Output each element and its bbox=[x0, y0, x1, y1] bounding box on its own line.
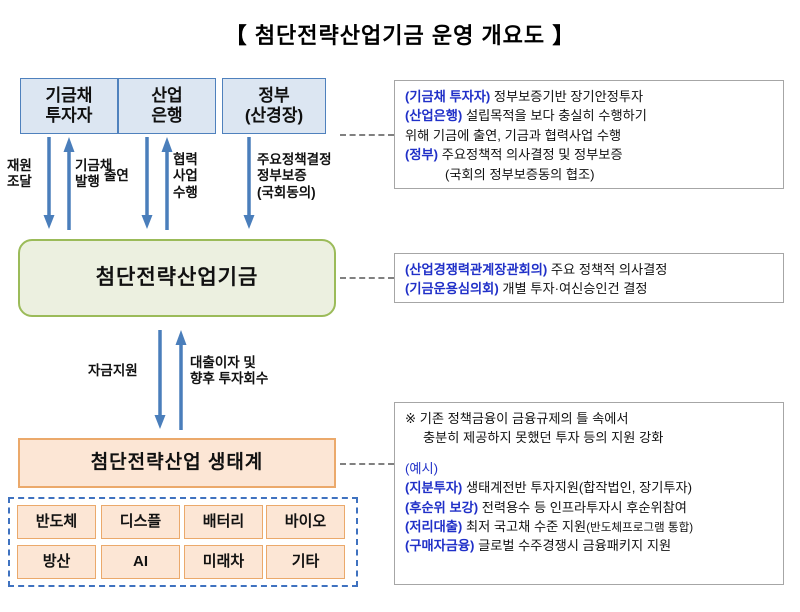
note-line: (기금채 투자자) 정부보증기반 장기안정투자 bbox=[405, 87, 775, 106]
note-text: 주요정책적 의사결정 및 정부보증 bbox=[438, 147, 623, 163]
caption-financial-support: 자금지원 bbox=[88, 363, 138, 378]
note-tag: (정부) bbox=[405, 147, 439, 163]
example-label-text: (예시) bbox=[405, 460, 439, 476]
note-box-support-examples: ※ 기존 정책금융이 금융규제의 틀 속에서 충분히 제공하지 못했던 투자 등… bbox=[394, 402, 784, 585]
sector-box-bio: 바이오 bbox=[266, 505, 345, 539]
note-line: (구매자금융) 글로벌 수주경쟁시 금융패키지 지원 bbox=[405, 536, 775, 555]
entity-box-industrial-bank: 산업 은행 bbox=[118, 78, 216, 134]
note-text: 글로벌 수주경쟁시 금융패키지 지원 bbox=[474, 538, 672, 554]
arrow-up-loan-interest-recovery bbox=[175, 330, 187, 430]
note-text: 주요 정책적 의사결정 bbox=[547, 262, 668, 277]
connector-mid bbox=[340, 277, 394, 279]
note-text: 최저 국고채 수준 지원 bbox=[462, 519, 587, 535]
page-title: 【 첨단전략산업기금 운영 개요도 】 bbox=[224, 23, 576, 48]
sector-box-battery: 배터리 bbox=[184, 505, 263, 539]
caption-loan-interest-recovery: 대출이자 및 향후 투자회수 bbox=[190, 355, 269, 387]
note-tag: (저리대출) bbox=[405, 519, 463, 535]
arrow-down-financial-support bbox=[154, 330, 166, 430]
entity-box-bond-investor: 기금채 투자자 bbox=[20, 78, 118, 134]
entity-box-government: 정부 (산경장) bbox=[222, 78, 326, 134]
note-line: (산업경쟁력관계장관회의) 주요 정책적 의사결정 bbox=[405, 260, 775, 279]
note-text: (국회의 정부보증동의 협조) bbox=[445, 166, 595, 182]
note-text: 개별 투자·여신승인건 결정 bbox=[498, 281, 648, 297]
arrow-down-funding-source bbox=[43, 137, 55, 230]
arrow-down-contribution bbox=[141, 137, 153, 230]
caption-cooperative-projects: 협력 사업 수행 bbox=[173, 152, 198, 200]
note-tag: (기금운용심의회) bbox=[405, 281, 499, 297]
note-box-governance: (산업경쟁력관계장관회의) 주요 정책적 의사결정 (기금운용심의회) 개별 투… bbox=[394, 253, 784, 303]
note-line: (국회의 정부보증동의 협조) bbox=[405, 165, 775, 184]
note-tag: (지분투자) bbox=[405, 480, 463, 496]
connector-bottom bbox=[340, 463, 394, 465]
note-line: (산업은행) 설립목적을 보다 충실히 수행하기 bbox=[405, 106, 775, 125]
ecosystem-box: 첨단전략산업 생태계 bbox=[18, 438, 336, 488]
arrow-up-cooperative-projects bbox=[161, 137, 173, 230]
note-line: (저리대출) 최저 국고채 수준 지원(반도체프로그램 통합) bbox=[405, 517, 775, 536]
note-tag: (산업은행) bbox=[405, 108, 463, 124]
caption-contribution: 출연 bbox=[104, 168, 129, 183]
note-line: (후순위 보강) 전력용수 등 인프라투자시 후순위참여 bbox=[405, 498, 775, 517]
note-header-line-2: 충분히 제공하지 못했던 투자 등의 지원 강화 bbox=[423, 430, 664, 446]
note-text: 위해 기금에 출연, 기금과 협력사업 수행 bbox=[405, 127, 622, 143]
note-text: 설립목적을 보다 충실히 수행하기 bbox=[462, 108, 647, 124]
fund-box: 첨단전략산업기금 bbox=[18, 239, 336, 317]
note-line: (지분투자) 생태계전반 투자지원(합작법인, 장기투자) bbox=[405, 478, 775, 497]
note-line: 위해 기금에 출연, 기금과 협력사업 수행 bbox=[405, 126, 775, 145]
note-tag: (기금채 투자자) bbox=[405, 89, 491, 104]
note-text: 정부보증기반 장기안정투자 bbox=[490, 89, 644, 104]
sector-box-display: 디스플 bbox=[101, 505, 180, 539]
note-tag: (후순위 보강) bbox=[405, 499, 479, 515]
note-header-line-1: ※ 기존 정책금융이 금융규제의 틀 속에서 bbox=[405, 411, 629, 426]
note-text: 생태계전반 투자지원(합작법인, 장기투자) bbox=[462, 480, 693, 496]
note-spacer bbox=[405, 448, 775, 459]
connector-top bbox=[340, 134, 394, 136]
note-subtext: (반도체프로그램 통합) bbox=[586, 521, 694, 535]
arrow-down-policy-decision bbox=[243, 137, 255, 230]
note-line: (정부) 주요정책적 의사결정 및 정부보증 bbox=[405, 145, 775, 164]
note-line: (기금운용심의회) 개별 투자·여신승인건 결정 bbox=[405, 279, 775, 298]
sector-box-future-mobility: 미래차 bbox=[184, 545, 263, 579]
sector-grid-frame bbox=[8, 497, 358, 587]
caption-funding-source: 재원 조달 bbox=[7, 158, 32, 190]
arrow-up-bond-issuance bbox=[63, 137, 75, 230]
note-text: 전력용수 등 인프라투자시 후순위참여 bbox=[478, 499, 687, 515]
caption-policy-decision: 주요정책결정 정부보증 (국회동의) bbox=[257, 152, 332, 200]
note-example-label: (예시) bbox=[405, 459, 775, 478]
caption-bond-issuance: 기금채 발행 bbox=[75, 158, 113, 190]
note-tag: (구매자금융) bbox=[405, 538, 475, 554]
note-tag: (산업경쟁력관계장관회의) bbox=[405, 262, 548, 277]
sector-box-ai: AI bbox=[101, 545, 180, 579]
sector-box-others: 기타 bbox=[266, 545, 345, 579]
sector-box-semiconductor: 반도체 bbox=[17, 505, 96, 539]
sector-box-defense: 방산 bbox=[17, 545, 96, 579]
note-box-entities: (기금채 투자자) 정부보증기반 장기안정투자 (산업은행) 설립목적을 보다 … bbox=[394, 80, 784, 189]
